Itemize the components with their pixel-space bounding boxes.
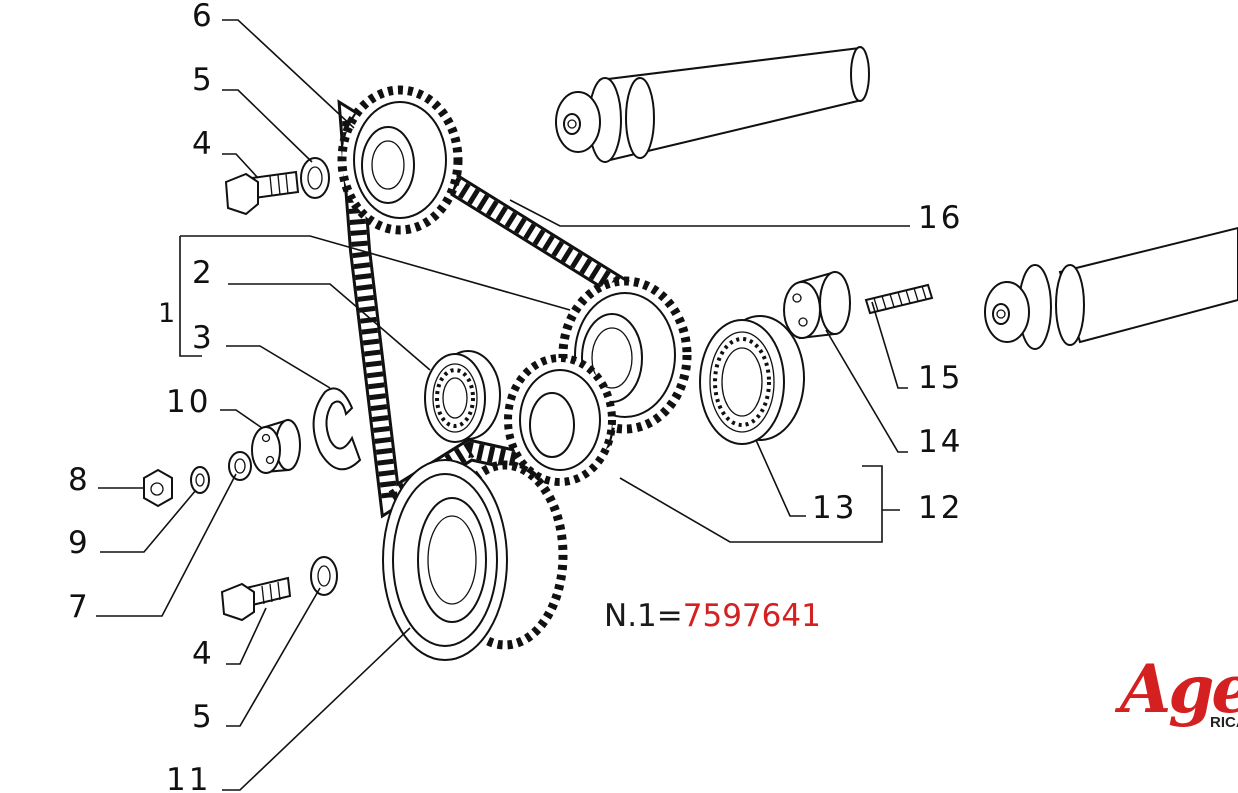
note-prefix: N.1= [604,598,683,634]
callout-11: 11 [166,762,211,793]
circlip-3 [312,387,362,471]
bolt-4-lower [220,576,292,622]
logo-mark: Age [1120,650,1238,728]
callout-15: 15 [918,360,963,396]
callout-12: 12 [918,490,963,526]
callout-1: 1 [158,298,178,329]
eccentric-10 [251,418,301,474]
brand-logo: Age RICA [1112,650,1238,746]
callout-8: 8 [68,462,91,498]
callout-7: 7 [68,589,91,625]
camshaft-lower [984,226,1238,350]
callout-14: 14 [918,424,963,460]
bearing-2 [424,350,501,443]
washer-9 [190,466,210,494]
bearing-13 [699,315,805,445]
note-code: 7597641 [682,598,821,634]
leader-lines [96,19,910,791]
callout-6: 6 [192,0,215,34]
cam-pulley-upper [337,85,463,235]
callout-4-lower: 4 [192,636,215,672]
idler-pulley [504,354,616,486]
callout-9: 9 [68,525,91,561]
callout-13: 13 [812,490,857,526]
callout-5-lower: 5 [192,699,215,735]
nut-8 [143,468,173,508]
part-number-note: N.1=7597641 [604,598,821,634]
stud-15 [864,283,934,315]
callout-10: 10 [166,384,211,420]
bolt-4-upper [224,170,300,216]
logo-sub: RICA [1210,714,1238,731]
washer-5-upper [300,157,330,199]
spacer-7 [228,451,252,481]
callout-2: 2 [192,255,215,291]
camshaft-upper [555,46,870,163]
crank-pulley [382,459,568,661]
callout-5-upper: 5 [192,62,215,98]
callout-numbers: 6 5 4 16 2 1 3 15 10 14 8 13 12 9 7 4 5 … [68,0,963,793]
callout-16: 16 [918,200,963,236]
callout-3: 3 [192,320,215,356]
callout-4-upper: 4 [192,126,215,162]
eccentric-14 [783,270,851,340]
washer-5-lower [310,556,338,596]
